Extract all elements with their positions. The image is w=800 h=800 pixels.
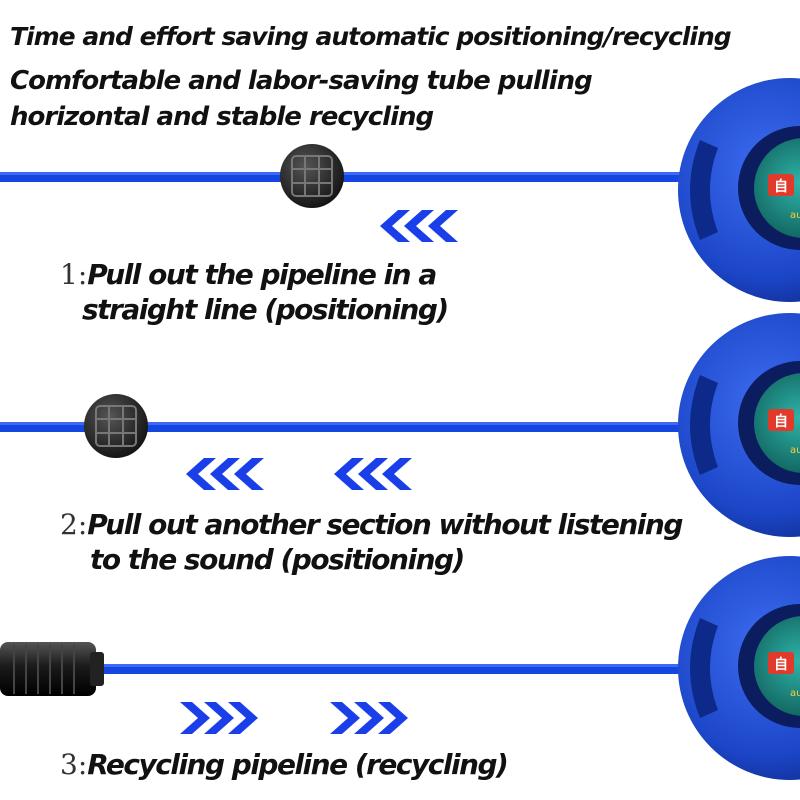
svg-text:自: 自 — [774, 656, 788, 673]
subtitle-line-1: Comfortable and labor-saving tube pullin… — [10, 66, 593, 96]
hose-line — [0, 172, 700, 182]
hose-reel-icon: 自 auto — [678, 556, 800, 780]
subtitle-line-2: horizontal and stable recycling — [10, 102, 434, 132]
page-title: Time and effort saving automatic positio… — [10, 22, 732, 51]
svg-text:auto: auto — [790, 688, 800, 699]
step-text: Recycling pipeline (recycling) — [87, 748, 509, 781]
svg-text:auto: auto — [790, 445, 800, 456]
step-number: 2: — [60, 508, 88, 541]
row-3: 自 auto — [0, 556, 800, 780]
grid-stopper-ball-icon — [84, 394, 148, 458]
step-number: 3: — [60, 748, 88, 781]
triple-chevron-left-icon — [186, 458, 264, 490]
step-text: Pull out another section without listeni… — [87, 508, 683, 541]
triple-chevron-right-icon — [180, 702, 258, 734]
hose-line — [100, 664, 700, 674]
step-number: 1: — [60, 258, 88, 291]
svg-text:自: 自 — [774, 413, 788, 430]
step-text-line-2: to the sound (positioning) — [90, 543, 465, 576]
triple-chevron-left-icon — [334, 458, 412, 490]
svg-text:auto: auto — [790, 210, 800, 221]
svg-text:自: 自 — [774, 178, 788, 195]
hose-reel-icon: 自 auto — [678, 78, 800, 302]
step-2-caption: 2:Pull out another section without liste… — [60, 508, 683, 576]
hose-end-connector-icon — [0, 642, 104, 696]
step-3-caption: 3:Recycling pipeline (recycling) — [60, 748, 509, 781]
hose-line — [0, 422, 700, 432]
step-text-line-2: straight line (positioning) — [82, 293, 449, 326]
triple-chevron-left-icon — [380, 210, 458, 242]
step-text: Pull out the pipeline in a — [87, 258, 437, 291]
grid-stopper-ball-icon — [280, 144, 344, 208]
step-1-caption: 1:Pull out the pipeline in a straight li… — [60, 258, 449, 326]
hose-reel-icon: 自 auto — [678, 313, 800, 537]
row-1: 自 auto — [0, 78, 800, 302]
row-2: 自 auto — [0, 313, 800, 537]
triple-chevron-right-icon — [330, 702, 408, 734]
